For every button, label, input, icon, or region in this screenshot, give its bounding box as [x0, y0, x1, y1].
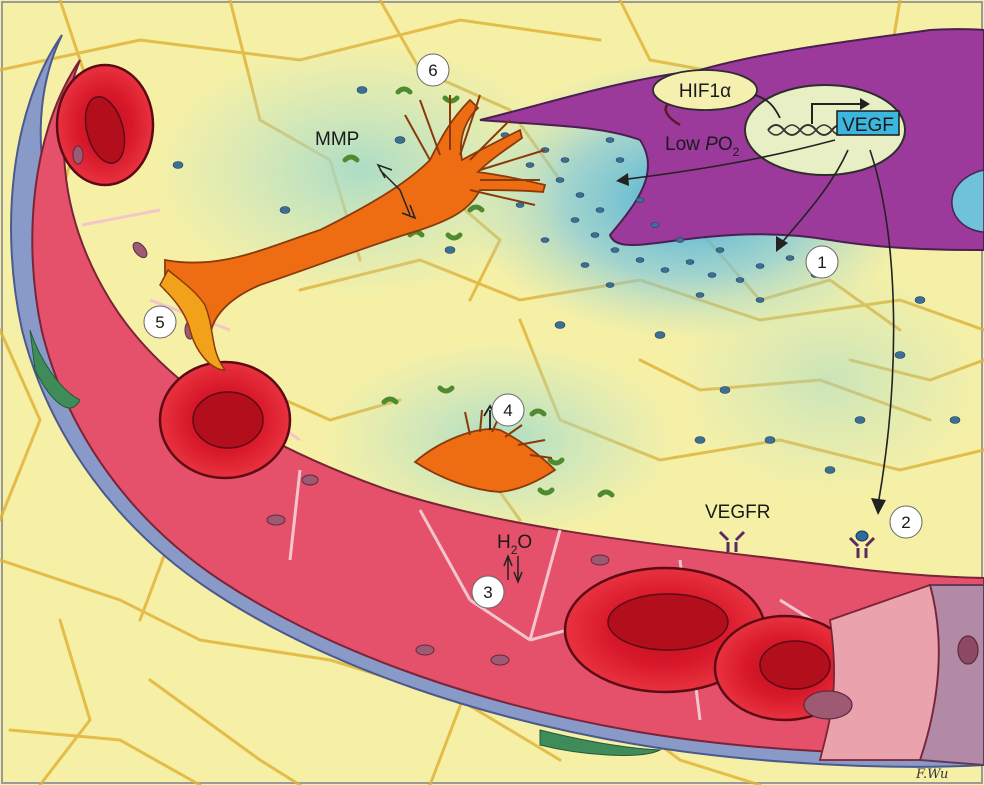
svg-text:5: 5 — [155, 313, 164, 332]
step-marker-6: 6 — [417, 54, 449, 86]
step-marker-4: 4 — [492, 394, 524, 426]
svg-text:3: 3 — [483, 583, 492, 602]
vegf-label: VEGF — [842, 115, 894, 136]
hif1a-label: HIF1α — [679, 81, 731, 102]
step-marker-5: 5 — [144, 306, 176, 338]
cell-nucleus-right — [804, 691, 852, 719]
red-blood-cell-2 — [160, 362, 290, 478]
cell-nucleus-edge — [958, 636, 978, 664]
mmp-label: MMP — [315, 129, 359, 150]
svg-text:2: 2 — [901, 513, 910, 532]
artist-signature: F.Wu — [915, 767, 948, 782]
svg-text:1: 1 — [817, 253, 826, 272]
step-marker-2: 2 — [890, 506, 922, 538]
svg-text:4: 4 — [503, 401, 512, 420]
vegfr-label: VEGFR — [705, 502, 770, 523]
step-marker-3: 3 — [472, 576, 504, 608]
halo-right — [670, 260, 984, 500]
step-marker-1: 1 — [806, 246, 838, 278]
red-blood-cell-1 — [57, 65, 153, 185]
svg-text:6: 6 — [428, 61, 437, 80]
bound-vegf-molecule — [856, 531, 868, 541]
